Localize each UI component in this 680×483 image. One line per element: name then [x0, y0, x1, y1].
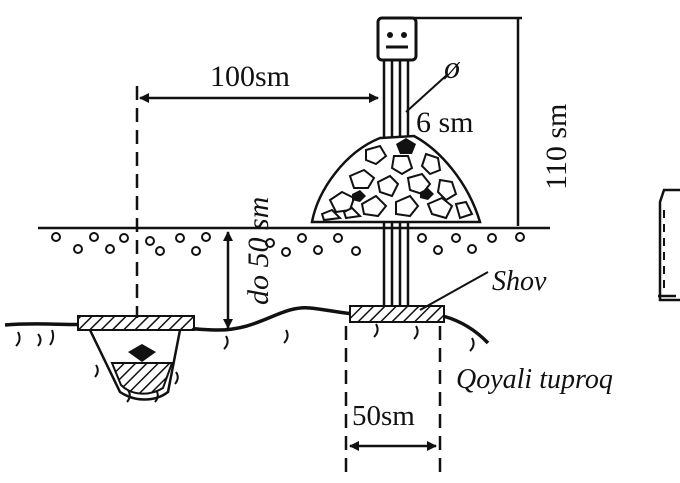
stone-mound-black-stone-2: [352, 190, 366, 202]
depth-label: do 50 sm: [242, 197, 275, 305]
partial-figure-right: [658, 188, 680, 302]
right-base-plate: [349, 305, 445, 323]
stone-mound-black-stone-3: [420, 188, 434, 200]
post-head-dot-left: [387, 32, 393, 38]
soil-label: Qoyali tuproq: [456, 364, 613, 395]
seam-leader-line: [419, 271, 489, 311]
stone-mound-black-stone: [396, 138, 416, 154]
ground-soil-symbols: [51, 232, 525, 257]
left-pit-outline: [88, 329, 182, 401]
left-base-plate: [77, 315, 195, 331]
dist-horizontal-label: 100sm: [210, 60, 290, 93]
left-pit-fill: [110, 362, 174, 395]
diameter-symbol-label: ø: [443, 49, 461, 85]
post-head: [376, 16, 418, 62]
height-total-label: 110 sm: [540, 104, 573, 190]
diameter-leader-line: [405, 73, 449, 113]
left-pit-stone: [128, 344, 156, 362]
base-width-label: 50sm: [352, 400, 415, 432]
post-head-dot-right: [401, 32, 407, 38]
diameter-value-label: 6 sm: [416, 106, 474, 139]
seam-label: Shov: [492, 266, 547, 297]
rock-layer-squiggles: [15, 323, 475, 403]
stone-mound-stones: [320, 144, 474, 222]
